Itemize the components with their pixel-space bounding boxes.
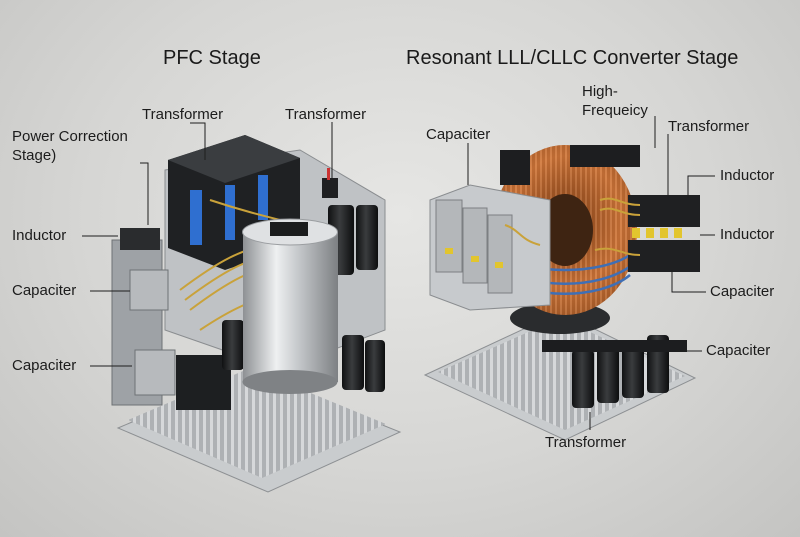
label-hf-1: High- bbox=[582, 83, 618, 100]
label-capacitor-left-upper: Capaciter bbox=[12, 282, 77, 299]
leader-capacitor-right-mid bbox=[671, 270, 706, 293]
resonant-wiring bbox=[504, 197, 641, 256]
inductor-module-upper bbox=[628, 195, 700, 227]
inductor-module bbox=[120, 228, 160, 250]
label-capacitor-left-lower: Capaciter bbox=[12, 357, 77, 374]
label-inductor-left: Inductor bbox=[12, 227, 67, 244]
pfc-assembly bbox=[111, 135, 402, 493]
film-capacitor bbox=[435, 199, 463, 273]
label-inductor-right-lower: Inductor bbox=[720, 226, 775, 243]
blue-bar bbox=[190, 190, 202, 245]
blue-bar bbox=[258, 175, 268, 220]
label-transformer-bottom: Transformer bbox=[545, 434, 627, 451]
label-capacitor-right-low: Capaciter bbox=[706, 342, 771, 359]
pfc-transformer-top bbox=[168, 135, 300, 183]
leader-power-correction bbox=[140, 162, 149, 225]
label-power-correction-2: Stage) bbox=[12, 147, 57, 164]
resonant-heatsink bbox=[438, 318, 685, 430]
hf-transformer bbox=[570, 145, 640, 167]
capacitor-module bbox=[134, 349, 176, 396]
electrolytic-capacitor bbox=[356, 205, 378, 270]
film-capacitor bbox=[487, 214, 513, 294]
small-transformer bbox=[322, 178, 338, 198]
bulk-capacitor bbox=[243, 232, 338, 382]
resonant-assembly bbox=[423, 145, 700, 441]
electrolytic-capacitor bbox=[365, 340, 385, 392]
label-capacitor-right-mid: Capaciter bbox=[710, 283, 775, 300]
leader-inductor-right-upper bbox=[687, 175, 715, 198]
label-transformer-top-right: Transformer bbox=[285, 106, 367, 123]
toroid-core-hole bbox=[537, 194, 593, 266]
label-inductor-right-upper: Inductor bbox=[720, 167, 775, 184]
electrolytic-capacitor bbox=[572, 350, 594, 408]
bulk-capacitor-bottom bbox=[242, 370, 338, 394]
leader-lines bbox=[82, 116, 715, 430]
yellow-tag bbox=[445, 248, 453, 254]
capacitor-row bbox=[542, 335, 687, 408]
yellow-tag bbox=[471, 256, 479, 262]
leader-transformer-top-left bbox=[190, 122, 206, 160]
label-transformer-top-left: Transformer bbox=[142, 106, 224, 123]
red-lead bbox=[327, 168, 330, 180]
label-power-correction-1: Power Correction bbox=[12, 128, 128, 145]
label-transformer-right-top: Transformer bbox=[668, 118, 750, 135]
electrolytic-capacitor bbox=[597, 345, 619, 403]
label-hf-2: Frequeicy bbox=[582, 102, 648, 119]
blue-bar bbox=[225, 185, 235, 240]
bulk-capacitor-terminal bbox=[270, 222, 308, 236]
electrolytic-capacitor bbox=[622, 340, 644, 398]
film-capacitor bbox=[462, 207, 488, 284]
hf-transformer-core bbox=[500, 150, 530, 185]
electrolytic-capacitor bbox=[342, 335, 364, 390]
capacitor-module bbox=[129, 269, 169, 311]
title-resonant-stage: Resonant LLL/CLLC Converter Stage bbox=[406, 47, 739, 69]
yellow-tag bbox=[495, 262, 503, 268]
inductor-module-lower bbox=[628, 240, 700, 272]
electrolytic-capacitor bbox=[222, 320, 244, 370]
switch-module bbox=[176, 355, 231, 410]
capacitor-busbar bbox=[542, 340, 687, 352]
label-capacitor-right-top: Capaciter bbox=[426, 126, 491, 143]
yellow-terminals bbox=[632, 228, 682, 238]
title-pfc-stage: PFC Stage bbox=[163, 47, 261, 69]
